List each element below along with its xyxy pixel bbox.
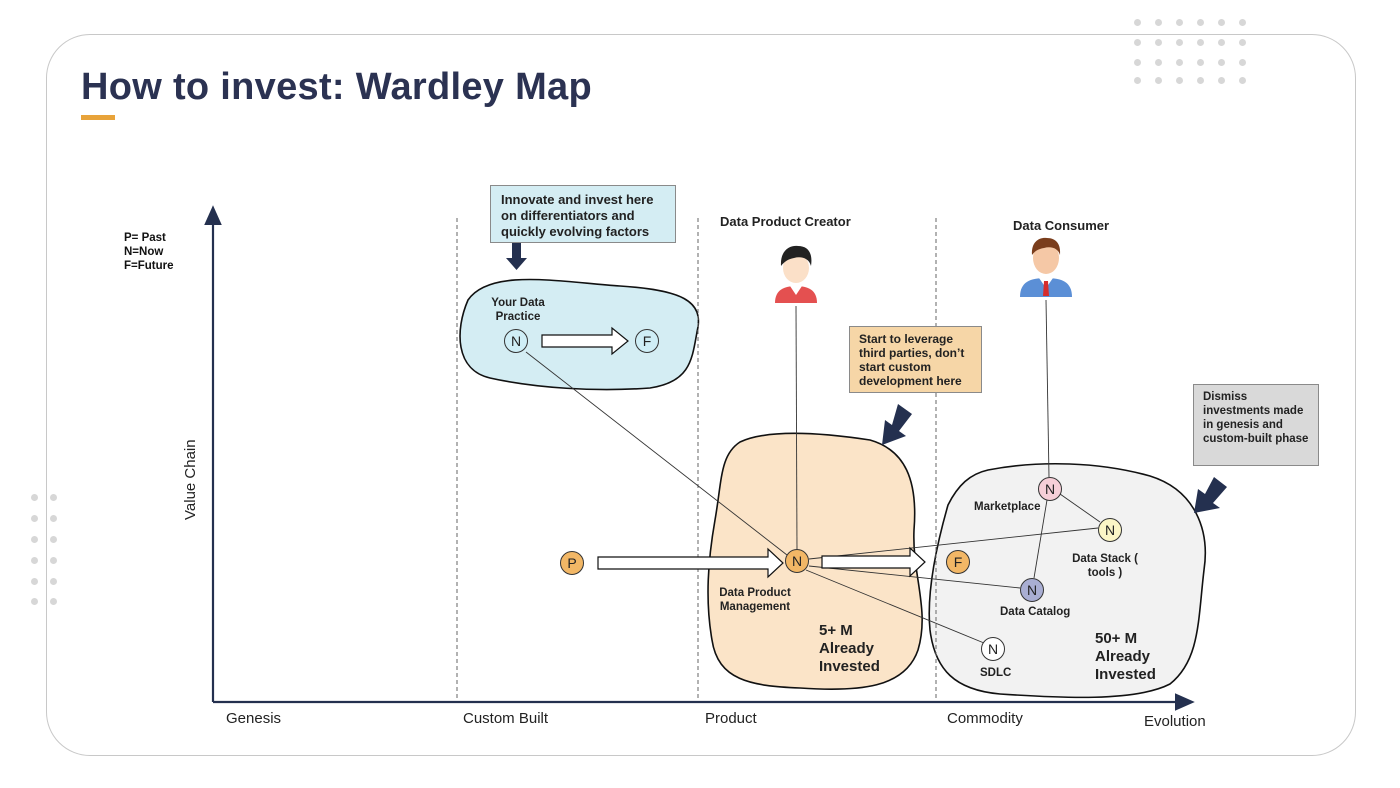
node-sdlc: N	[981, 637, 1005, 661]
node-practice-future: F	[635, 329, 659, 353]
businessman-avatar-icon	[1020, 237, 1072, 297]
x-axis-label: Evolution	[1144, 713, 1206, 730]
node-future: F	[946, 550, 970, 574]
persona-consumer-title: Data Consumer	[1013, 218, 1110, 233]
callout-leverage: Start to leverage third parties, don’t s…	[849, 326, 982, 393]
label-data-product-management: Data Product Management	[719, 587, 791, 613]
node-practice-now: N	[504, 329, 528, 353]
link-dpm-catalog	[808, 565, 1021, 589]
label-sdlc: SDLC	[980, 667, 1012, 679]
persona-creator-title: Data Product Creator	[720, 214, 851, 229]
label-your-data-practice: Your Data Practice	[491, 297, 545, 323]
stage-product: Product	[705, 710, 757, 727]
investment-product: 5+ M Already Invested	[819, 622, 880, 675]
link-consumer-marketplace	[1045, 299, 1050, 478]
stage-custom-built: Custom Built	[463, 710, 549, 727]
stage-commodity: Commodity	[947, 710, 1023, 727]
legend-future: F=Future	[124, 260, 174, 272]
investment-commodity: 50+ M Already Invested	[1095, 630, 1156, 683]
link-dpm-sdlc	[805, 569, 985, 644]
link-practice-dpm	[525, 351, 788, 556]
node-marketplace: N	[1038, 477, 1062, 501]
y-axis-label: Value Chain	[182, 439, 199, 520]
pointer-arrow-innovate	[506, 243, 527, 270]
pointer-arrow-leverage	[882, 404, 912, 445]
evolution-arrow-past	[597, 547, 784, 579]
link-dpm-datastack	[808, 527, 1099, 560]
node-past: P	[560, 551, 584, 575]
page-title: How to invest: Wardley Map	[81, 66, 593, 108]
title-underline	[81, 115, 115, 120]
link-marketplace-datastack	[1059, 493, 1101, 523]
callout-dismiss: Dismiss investments made in genesis and …	[1193, 384, 1319, 466]
label-data-stack: Data Stack ( tools )	[1072, 553, 1138, 579]
product-region	[707, 432, 923, 690]
node-dpm-now: N	[785, 549, 809, 573]
label-marketplace: Marketplace	[974, 501, 1041, 513]
evolution-arrow-now	[821, 546, 926, 578]
person-avatar-icon	[775, 245, 817, 303]
label-data-catalog: Data Catalog	[1000, 606, 1071, 618]
evolution-arrow-practice	[541, 326, 629, 356]
node-data-catalog: N	[1020, 578, 1044, 602]
legend: P= Past N=Now F=Future	[124, 231, 174, 273]
stage-genesis: Genesis	[226, 710, 282, 727]
link-creator-dpm	[795, 305, 798, 552]
callout-innovate: Innovate and invest here on differentiat…	[490, 185, 676, 243]
pointer-arrow-dismiss	[1194, 477, 1227, 513]
legend-now: N=Now	[124, 246, 164, 258]
node-data-stack: N	[1098, 518, 1122, 542]
legend-past: P= Past	[124, 232, 166, 244]
link-marketplace-catalog	[1033, 499, 1048, 579]
